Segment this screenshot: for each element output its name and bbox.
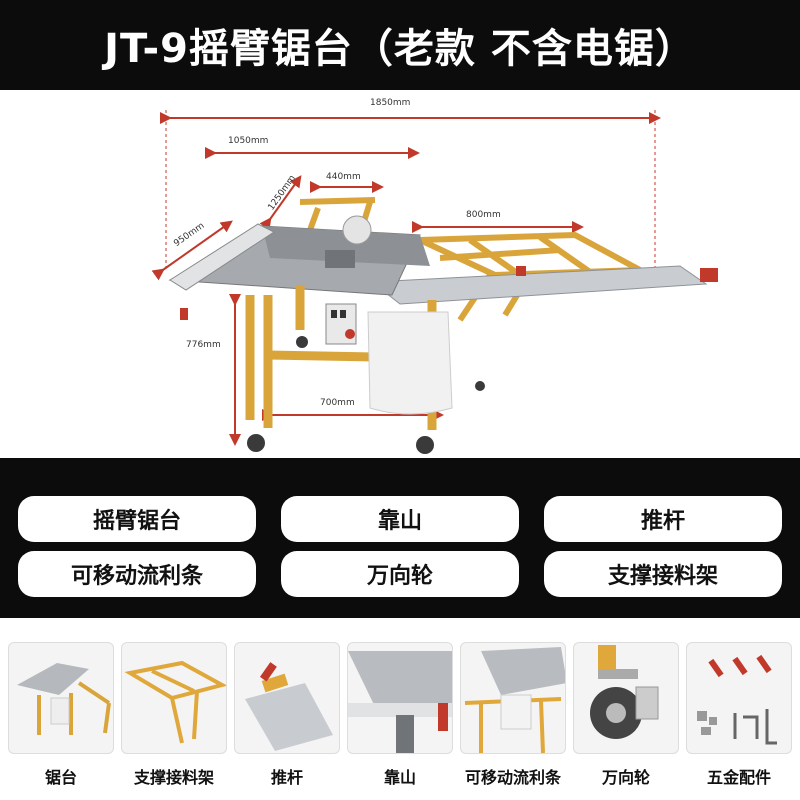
feature-pill: 支撑接料架 <box>544 551 782 597</box>
thumb-caster <box>573 642 679 754</box>
support-rack-thumb-image <box>124 660 226 744</box>
thumb-movable-strip <box>460 642 566 754</box>
thumb-hardware <box>686 642 792 754</box>
push-rod-thumb-image <box>245 662 333 751</box>
dim-table-width: 440mm <box>326 172 361 182</box>
page-title: JT-9摇臂锯台（老款 不含电锯） <box>104 26 696 72</box>
caster-thumb-image <box>590 645 659 739</box>
thumb-label: 五金配件 <box>706 768 771 787</box>
dim-rack-length: 800mm <box>466 210 501 220</box>
feature-pill: 摇臂锯台 <box>18 496 256 542</box>
thumb-label: 支撑接料架 <box>133 768 214 787</box>
thumb-label: 靠山 <box>383 768 416 787</box>
movable-strip-thumb-image <box>464 647 565 753</box>
thumb-fence <box>347 642 453 754</box>
feature-list: 摇臂锯台 靠山 推杆 可移动流利条 万向轮 支撑接料架 <box>0 458 800 618</box>
saw-table-thumb-image <box>17 663 111 735</box>
hardware-thumb-image <box>697 654 777 745</box>
thumb-label: 可移动流利条 <box>464 768 561 787</box>
thumb-label: 锯台 <box>44 768 77 787</box>
saw-table-illustration <box>151 110 718 454</box>
thumb-push-rod <box>234 642 340 754</box>
dim-total-length: 1850mm <box>370 98 411 108</box>
dim-leg-span: 700mm <box>320 398 355 408</box>
thumb-support-rack <box>121 642 227 754</box>
feature-pill: 靠山 <box>281 496 519 542</box>
thumb-saw-table <box>8 642 114 754</box>
feature-pill: 推杆 <box>544 496 782 542</box>
feature-pill: 万向轮 <box>281 551 519 597</box>
thumb-label: 推杆 <box>270 768 303 787</box>
dim-arm-length: 1050mm <box>228 136 269 146</box>
header-bar: JT-9摇臂锯台（老款 不含电锯） <box>0 0 800 90</box>
fence-thumb-image <box>348 651 452 753</box>
dim-height: 776mm <box>186 340 221 350</box>
thumb-label: 万向轮 <box>601 768 650 787</box>
product-diagram: 1850mm 1050mm 440mm 800mm 1250mm 950mm 7… <box>0 90 800 458</box>
component-thumbnails: 锯台 支撑接料架 推杆 靠山 可移动流利条 万向轮 五金配件 <box>0 618 800 800</box>
feature-pill: 可移动流利条 <box>18 551 256 597</box>
